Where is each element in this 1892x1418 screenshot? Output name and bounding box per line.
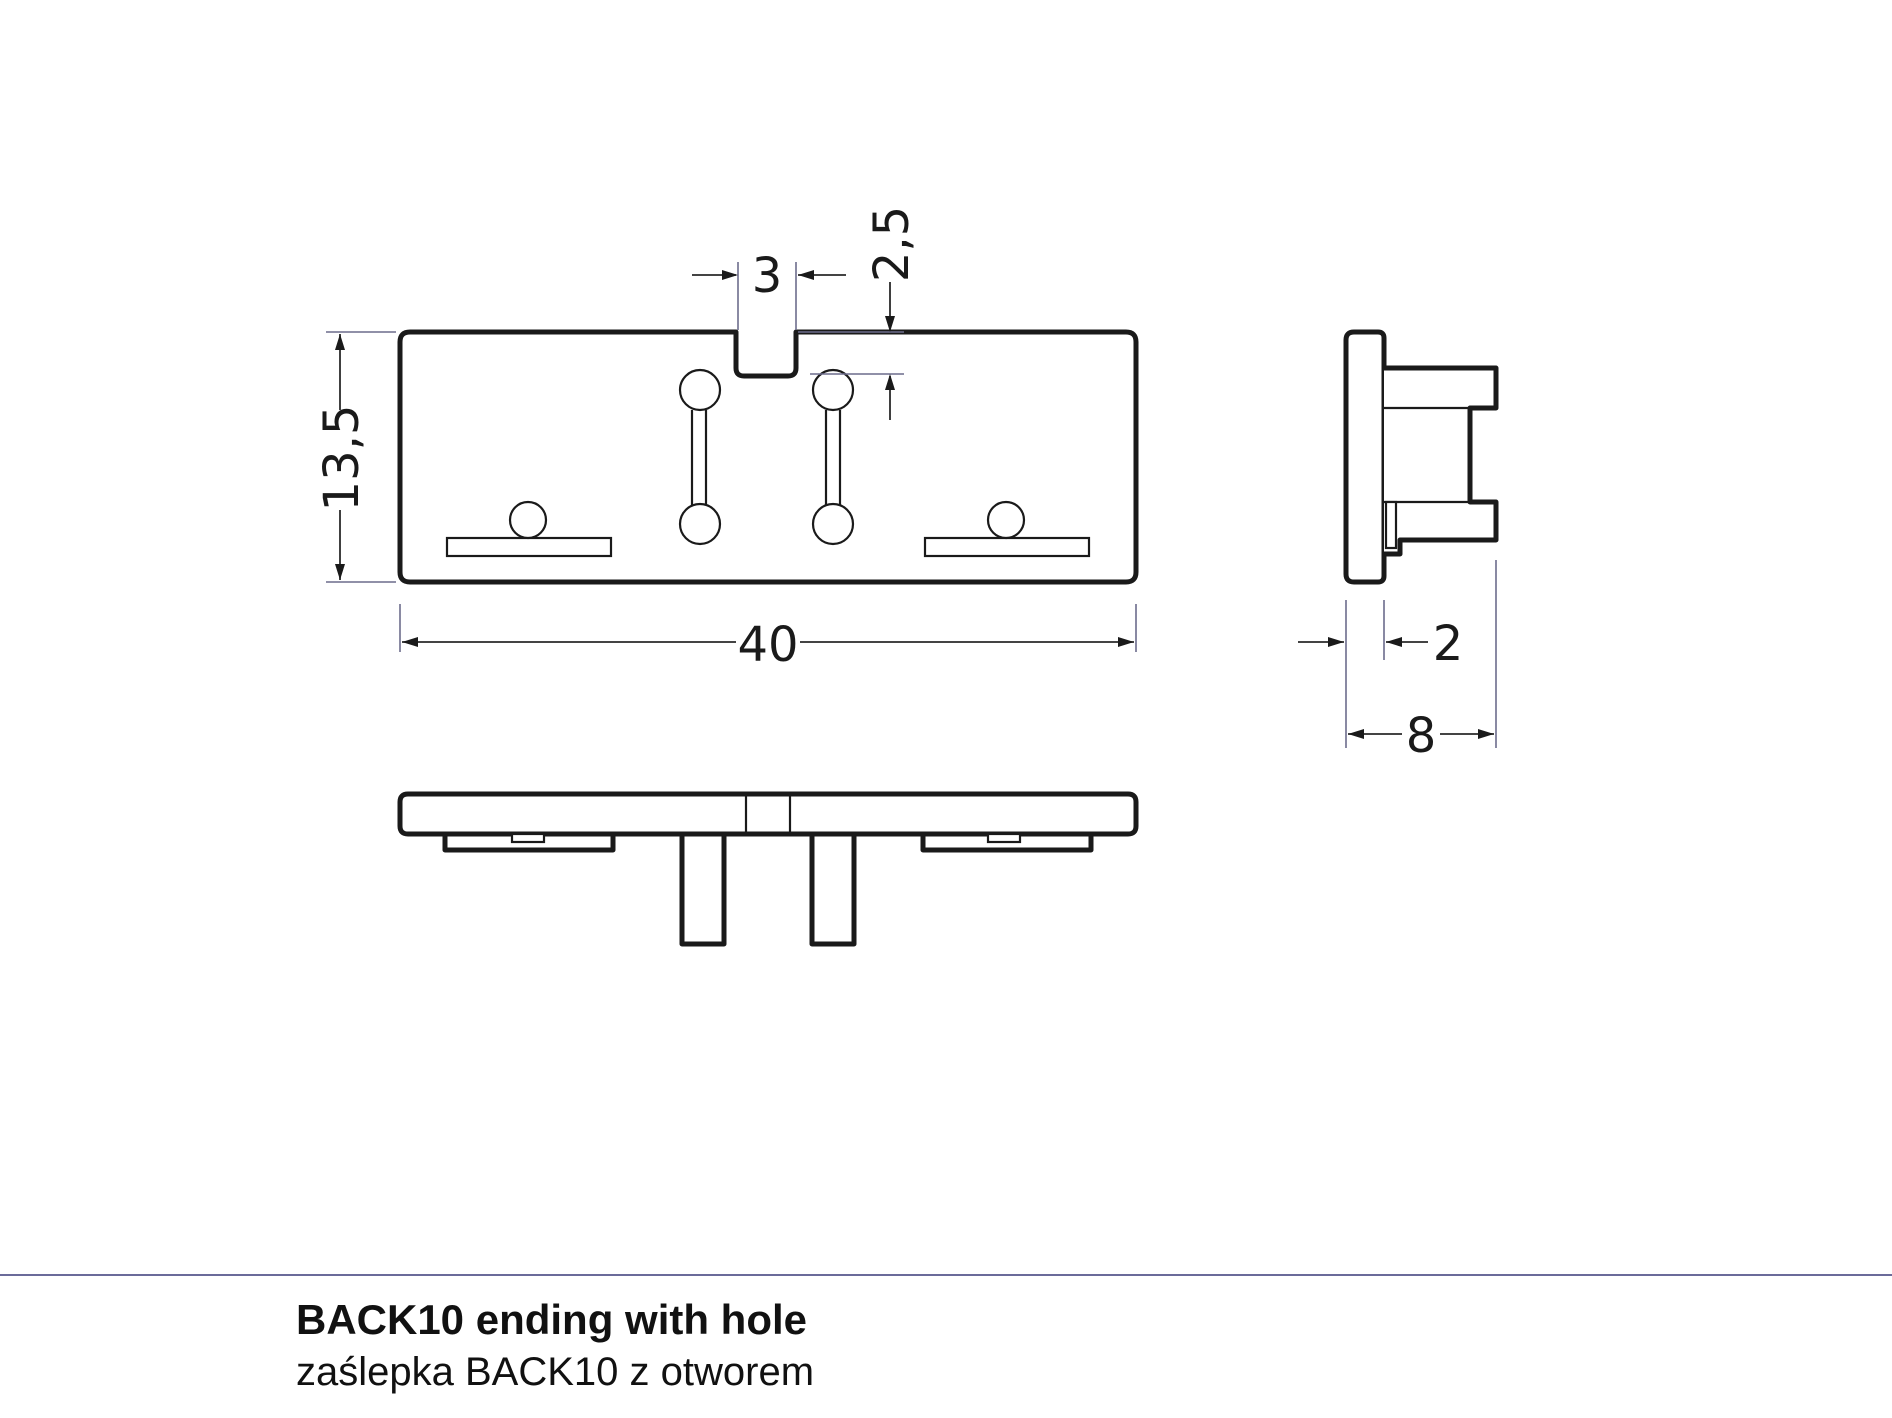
side-view-body (1384, 365, 1499, 557)
side-view-lip (1384, 500, 1398, 550)
front-right-bar (923, 536, 1091, 558)
front-right-pin (811, 368, 855, 546)
footer-divider (0, 1274, 1892, 1276)
dim-wall-thickness-label: 2 (1433, 616, 1464, 672)
front-left-bar (445, 536, 613, 558)
bottom-view-plate (397, 791, 1139, 837)
dim-wall-thickness: 2 (1298, 600, 1463, 748)
bottom-left-pin (679, 831, 727, 947)
side-view-plate (1343, 329, 1387, 585)
dim-width: 40 (399, 604, 1137, 673)
dim-notch-width: 3 (692, 248, 846, 330)
bottom-right-pin (809, 831, 857, 947)
dim-depth-label: 8 (1406, 708, 1437, 764)
front-left-bump (508, 500, 548, 540)
dim-notch-width-label: 3 (752, 248, 783, 304)
product-title: BACK10 ending with hole (296, 1296, 808, 1343)
front-view (397, 329, 1139, 585)
dim-height-label: 13,5 (314, 405, 370, 512)
dim-height: 13,5 (314, 331, 396, 583)
front-right-bump (986, 500, 1026, 540)
bottom-view (397, 791, 1139, 947)
dim-depth: 8 (1348, 560, 1497, 764)
dim-notch-depth: 2,5 (798, 206, 920, 420)
side-view (1343, 329, 1499, 585)
dim-width-label: 40 (737, 617, 798, 673)
product-subtitle: zaślepka BACK10 z otworem (296, 1350, 815, 1394)
front-left-pin (678, 368, 722, 546)
front-view-outline (397, 329, 1139, 585)
dim-notch-depth-label: 2,5 (864, 206, 920, 282)
